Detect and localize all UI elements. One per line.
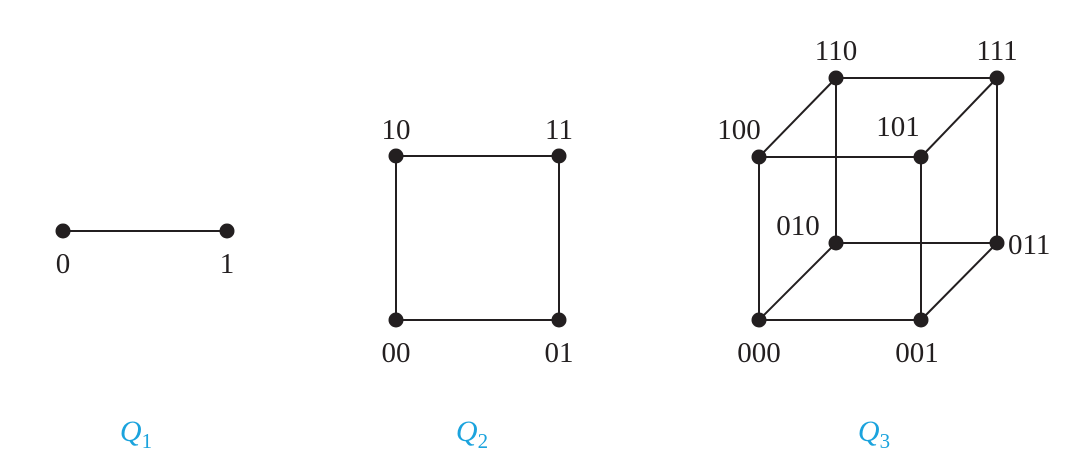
q1-vertex-1 [219,223,235,239]
q3-edge-010-000 [758,242,837,321]
q3-vertex-label-000: 000 [737,337,781,369]
q3-edge-011-001 [920,242,998,321]
q2-vertex-10 [388,148,404,164]
q3-vertex-010 [828,235,844,251]
q3-vertex-100 [751,149,767,165]
q2-caption: Q2 [456,415,488,453]
q3-edge-110-100 [758,77,837,158]
q3-caption-letter: Q [858,415,880,448]
q3-vertex-label-001: 001 [895,337,939,369]
q3-vertex-label-100: 100 [717,114,761,146]
q1-vertex-0 [55,223,71,239]
q1-vertex-label-1: 1 [220,248,235,280]
q1-caption: Q1 [120,415,152,453]
q3-vertex-101 [913,149,929,165]
q3-caption-subscript: 3 [880,429,891,453]
q2-vertex-label-10: 10 [382,114,411,146]
q3-vertex-000 [751,312,767,328]
q1-caption-subscript: 1 [142,429,153,453]
q2-vertex-label-01: 01 [545,337,574,369]
q3-edge-111-101 [920,77,998,158]
q2-caption-letter: Q [456,415,478,448]
q3-caption: Q3 [858,415,890,453]
q3-vertex-label-011: 011 [1008,229,1050,261]
q3-vertex-label-111: 111 [976,35,1017,67]
nodes-layer [55,70,1005,328]
q2-vertex-label-00: 00 [382,337,411,369]
edges-layer [62,77,998,321]
q3-vertex-label-101: 101 [876,111,920,143]
q1-vertex-label-0: 0 [56,248,71,280]
q2-vertex-01 [551,312,567,328]
q3-vertex-111 [989,70,1005,86]
q3-vertex-001 [913,312,929,328]
q2-vertex-label-11: 11 [545,114,573,146]
q2-caption-subscript: 2 [478,429,489,453]
q1-caption-letter: Q [120,415,142,448]
q3-vertex-label-110: 110 [815,35,857,67]
q3-vertex-label-010: 010 [776,210,820,242]
q2-vertex-11 [551,148,567,164]
q3-vertex-011 [989,235,1005,251]
q2-vertex-00 [388,312,404,328]
q3-vertex-110 [828,70,844,86]
